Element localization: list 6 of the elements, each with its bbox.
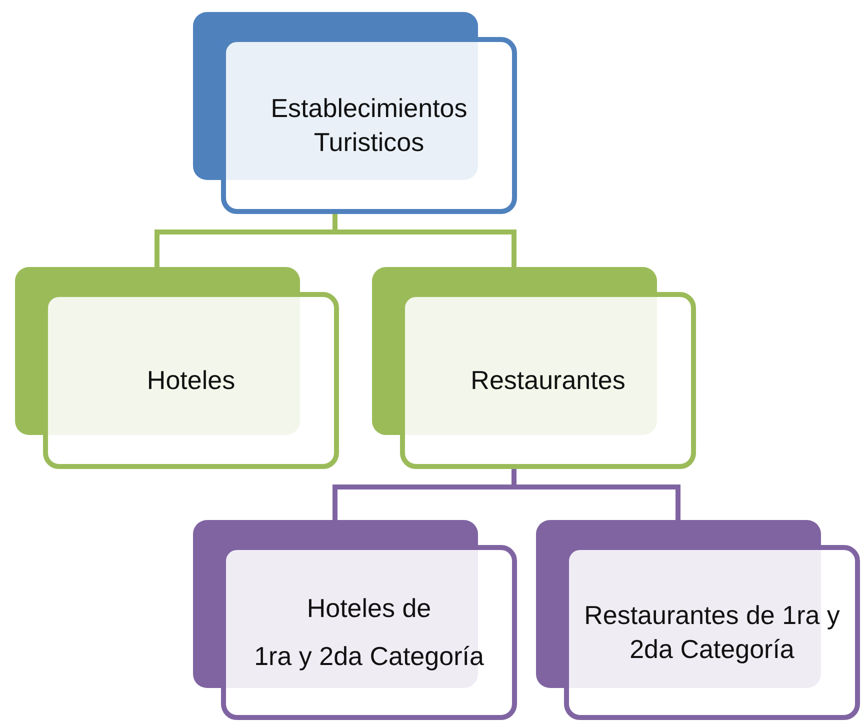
node-label: Restaurantes de 1ra y 2da Categoría bbox=[583, 598, 841, 666]
node-label: Establecimientos Turisticos bbox=[270, 92, 468, 158]
node-label: Hoteles de bbox=[306, 592, 432, 625]
node-label: Hoteles bbox=[146, 364, 236, 397]
node-label: 1ra y 2da Categoría bbox=[254, 640, 484, 672]
node-label: Restaurantes bbox=[470, 364, 626, 397]
